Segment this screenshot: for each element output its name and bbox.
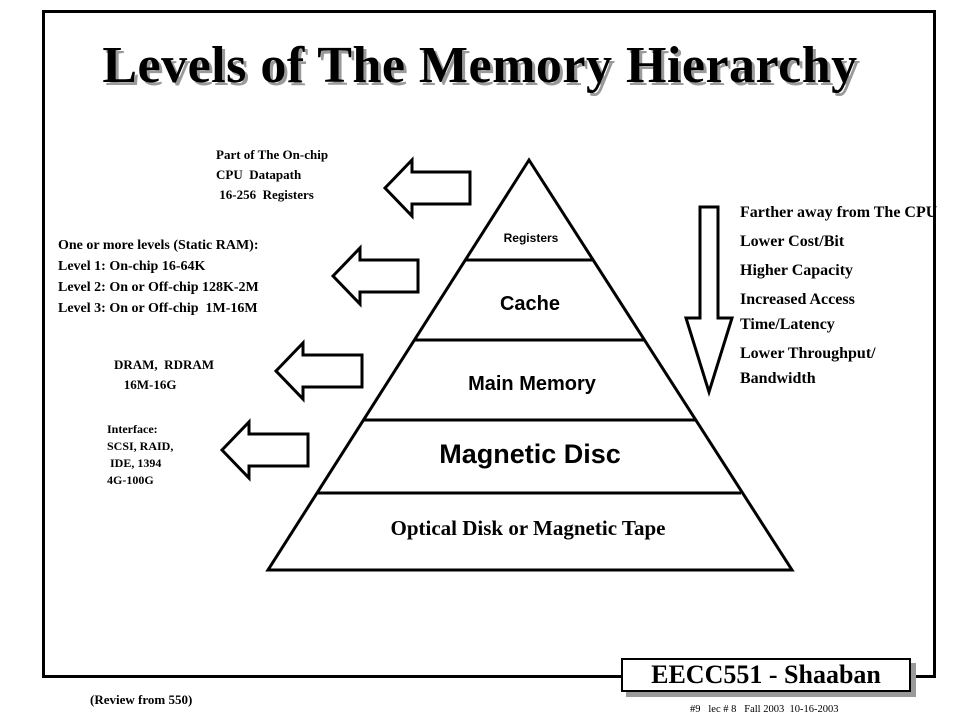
annotation-registers: Part of The On-chip CPU Datapath 16-256 … <box>216 147 329 202</box>
property-throughput: Lower Throughput/ Bandwidth <box>740 345 876 387</box>
annotation-main-memory: DRAM, RDRAM 16M-16G <box>114 357 215 392</box>
arrow-left-registers-icon <box>382 156 472 220</box>
annotation-disc: Interface: SCSI, RAID, IDE, 1394 4G-100G <box>107 422 174 487</box>
annotation-cache: One or more levels (Static RAM): Level 1… <box>58 238 259 316</box>
hierarchy-properties-list: Farther away from The CPU Lower Cost/Bit… <box>740 200 940 395</box>
property-latency: Increased Access Time/Latency <box>740 291 855 333</box>
level-optical-tape: Optical Disk or Magnetic Tape <box>391 516 666 540</box>
level-cache: Cache <box>500 293 560 315</box>
pyramid-outline <box>265 157 795 572</box>
property-distance: Farther away from The CPU <box>740 204 938 221</box>
arrow-left-disc-icon <box>219 418 310 482</box>
property-capacity: Higher Capacity <box>740 262 854 279</box>
footer-lecture-info: #9 lec # 8 Fall 2003 10-16-2003 <box>690 704 839 715</box>
level-main-memory: Main Memory <box>468 373 597 395</box>
arrow-left-cache-icon <box>330 244 420 308</box>
arrow-down-icon <box>683 205 735 398</box>
property-cost: Lower Cost/Bit <box>740 233 845 250</box>
slide-frame <box>42 10 936 678</box>
author-badge: EECC551 - Shaaban <box>621 658 911 692</box>
level-registers: Registers <box>504 231 559 245</box>
footer-review-note: (Review from 550) <box>90 692 193 707</box>
slide-title: Levels of The Memory Hierarchy <box>102 37 858 94</box>
arrow-left-main-icon <box>273 339 364 403</box>
level-magnetic-disc: Magnetic Disc <box>439 439 621 469</box>
